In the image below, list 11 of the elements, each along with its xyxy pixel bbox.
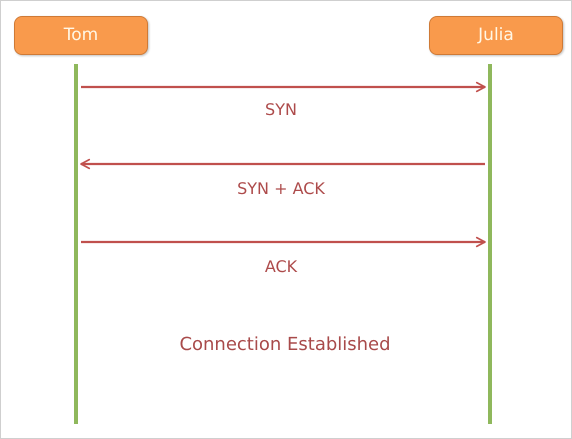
- lifeline: [488, 64, 492, 424]
- edge-label: SYN + ACK: [237, 178, 325, 200]
- participant-box: Julia: [429, 16, 563, 55]
- arrow: [81, 236, 486, 248]
- lifeline: [74, 64, 78, 424]
- status-note: Connection Established: [179, 333, 391, 357]
- edge-label: ACK: [264, 256, 298, 278]
- arrow: [81, 82, 486, 92]
- arrow: [80, 158, 485, 170]
- edge-label: SYN: [265, 99, 297, 121]
- participant-box: Tom: [14, 16, 148, 55]
